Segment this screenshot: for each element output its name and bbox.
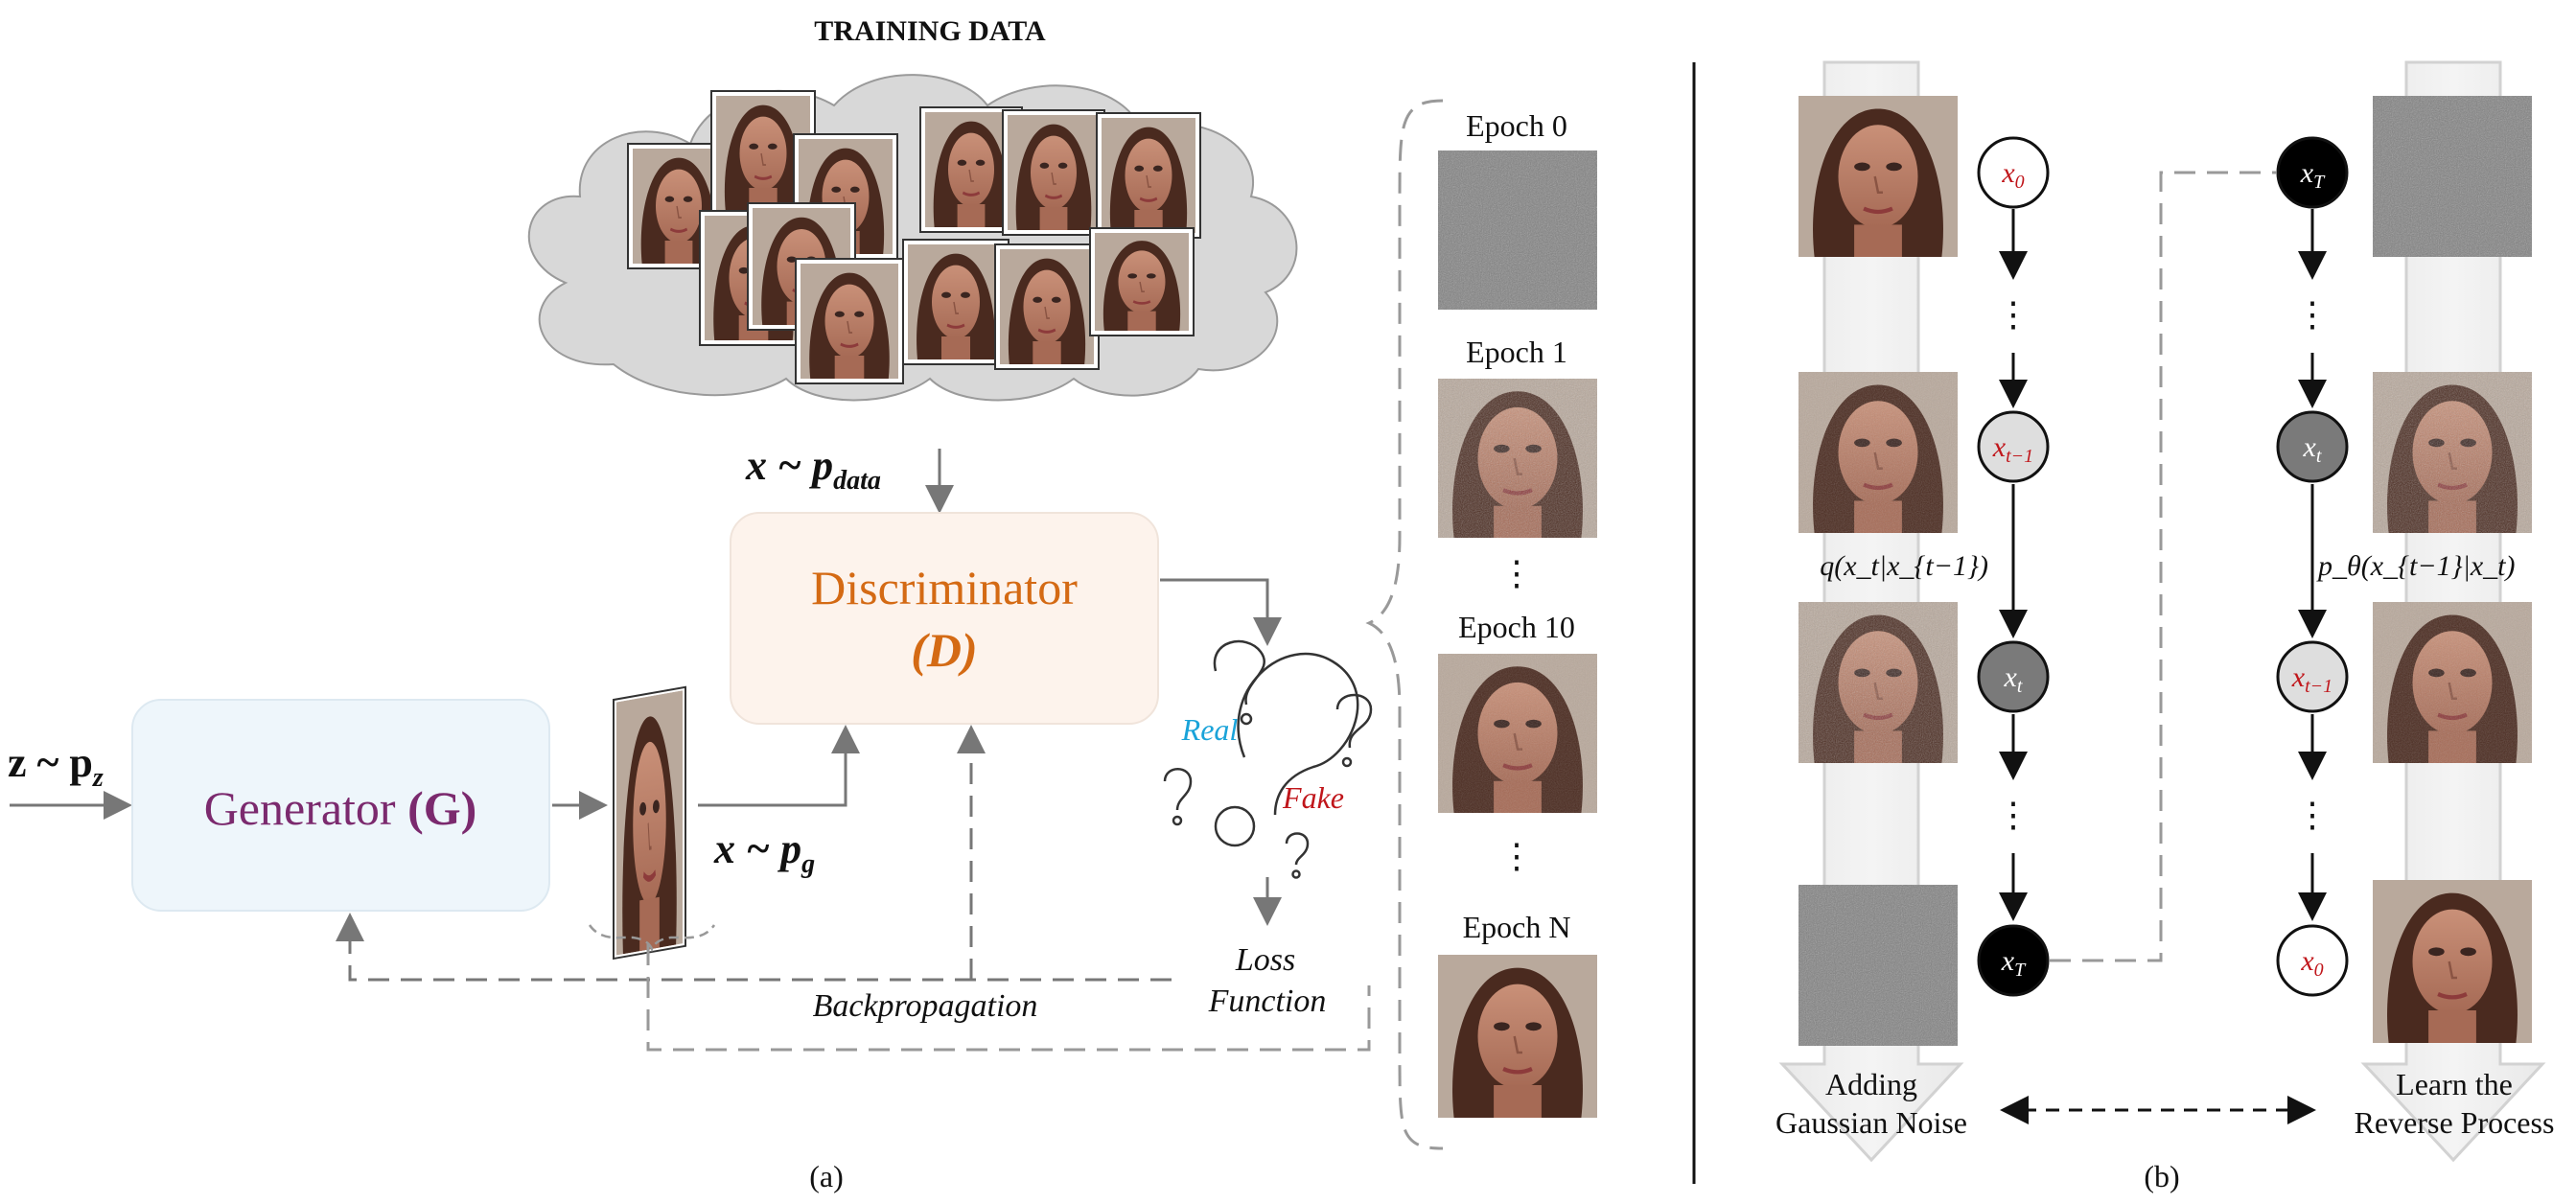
reverse-node: x0 <box>2276 924 2349 997</box>
generator-box: Generator (G) <box>131 699 550 912</box>
forward-node: xt−1 <box>1977 410 2050 483</box>
training-photo <box>902 239 1010 365</box>
adding-noise-label-2: Gaussian Noise <box>1775 1105 1967 1140</box>
svg-text:xT: xT <box>2300 157 2326 193</box>
epoch-image <box>1438 654 1597 813</box>
arrow-discriminator-output <box>1160 578 1282 646</box>
svg-text:xT: xT <box>2001 945 2027 981</box>
svg-text:xt−1: xt−1 <box>2291 661 2332 697</box>
forward-image <box>1799 372 1958 533</box>
vertical-ellipsis: ⋮ <box>1499 554 1534 592</box>
svg-text:x0: x0 <box>2300 945 2323 981</box>
epoch-label: Epoch 0 <box>1466 108 1567 143</box>
caption-a: (a) <box>809 1159 844 1193</box>
training-photo-collage <box>627 90 1201 384</box>
image-to-epochs-path <box>646 944 1371 1052</box>
epoch-image <box>1438 379 1597 538</box>
reverse-node: xT <box>2276 136 2349 209</box>
vertical-ellipsis: ⋮ <box>2295 796 2330 834</box>
forward-node: xT <box>1977 924 2050 997</box>
generated-image <box>613 685 686 961</box>
reverse-images <box>2373 96 2532 1043</box>
epochs-column: Epoch 0 Epoch 1 ⋮ Epoch 10 ⋮ Epoch N <box>1438 108 1597 1118</box>
real-fake-question-icon <box>1163 639 1373 879</box>
forward-images <box>1799 96 1958 1046</box>
training-data-title: TRAINING DATA <box>814 15 1046 47</box>
arrow-image-to-discriminator <box>698 725 860 807</box>
forward-transition-label: q(x_t|x_{t−1}) <box>1820 550 1988 582</box>
discriminator-symbol: (D) <box>911 623 977 677</box>
svg-text:xt−1: xt−1 <box>1992 431 2033 467</box>
epoch-image <box>1438 955 1597 1118</box>
vertical-ellipsis: ⋮ <box>1996 796 2031 834</box>
fake-label: Fake <box>1282 780 1344 815</box>
real-label: Real <box>1181 712 1239 747</box>
panel-a: TRAINING DATA x ~ pdata Discrimi <box>8 15 1597 1193</box>
epoch-label: Epoch 10 <box>1458 610 1575 644</box>
epochs-brace <box>1365 99 1444 1150</box>
backprop-label: Backpropagation <box>813 988 1038 1024</box>
forward-image <box>1799 96 1958 257</box>
panel-b: ⋮ ⋮ x0 xt−1 xt xT q(x_t|x_{t−1}) <box>1775 60 2555 1193</box>
forward-node: x0 <box>1977 136 2050 209</box>
forward-node: xt <box>1977 640 2050 713</box>
reverse-image <box>2373 602 2532 763</box>
loss-label: Loss <box>1235 942 1295 978</box>
reverse-process-label: Learn the <box>2396 1067 2513 1101</box>
epoch-image-noise <box>1438 150 1597 310</box>
reverse-image <box>2373 880 2532 1043</box>
function-label: Function <box>1208 984 1327 1019</box>
x-pdata-label: x ~ pdata <box>745 442 881 496</box>
vertical-ellipsis: ⋮ <box>1499 837 1534 875</box>
forward-image-noise <box>1799 885 1958 1046</box>
generator-label: Generator (G) <box>204 781 477 835</box>
image-brace <box>588 924 716 953</box>
caption-b: (b) <box>2144 1159 2179 1193</box>
reverse-image-noise <box>2373 96 2532 257</box>
vertical-ellipsis: ⋮ <box>2295 295 2330 334</box>
forward-image <box>1799 602 1958 763</box>
discriminator-label: Discriminator <box>811 561 1078 614</box>
reverse-node: xt <box>2276 410 2349 483</box>
reverse-process-label-2: Reverse Process <box>2355 1105 2555 1140</box>
z-pz-label: z ~ pz <box>8 739 104 793</box>
discriminator-box: Discriminator (D) <box>730 512 1159 725</box>
training-photo <box>1002 109 1105 236</box>
forward-to-reverse-link <box>2050 171 2276 962</box>
adding-noise-label: Adding <box>1825 1067 1917 1101</box>
vertical-ellipsis: ⋮ <box>1996 295 2031 334</box>
reverse-image <box>2373 372 2532 533</box>
training-photo <box>994 243 1100 370</box>
svg-text:x0: x0 <box>2001 157 2024 193</box>
x-pg-label: x ~ pg <box>713 825 815 879</box>
reverse-node: xt−1 <box>2276 640 2349 713</box>
epoch-label: Epoch 1 <box>1466 335 1567 369</box>
svg-text:xt: xt <box>2303 431 2322 467</box>
training-photo <box>795 258 904 384</box>
training-photo <box>1096 112 1201 239</box>
backprop-paths <box>336 725 1172 982</box>
training-photo <box>1089 227 1195 336</box>
epoch-label: Epoch N <box>1463 910 1571 944</box>
svg-text:xt: xt <box>2004 661 2023 697</box>
reverse-transition-label: p_θ(x_{t−1}|x_t) <box>2316 550 2516 582</box>
